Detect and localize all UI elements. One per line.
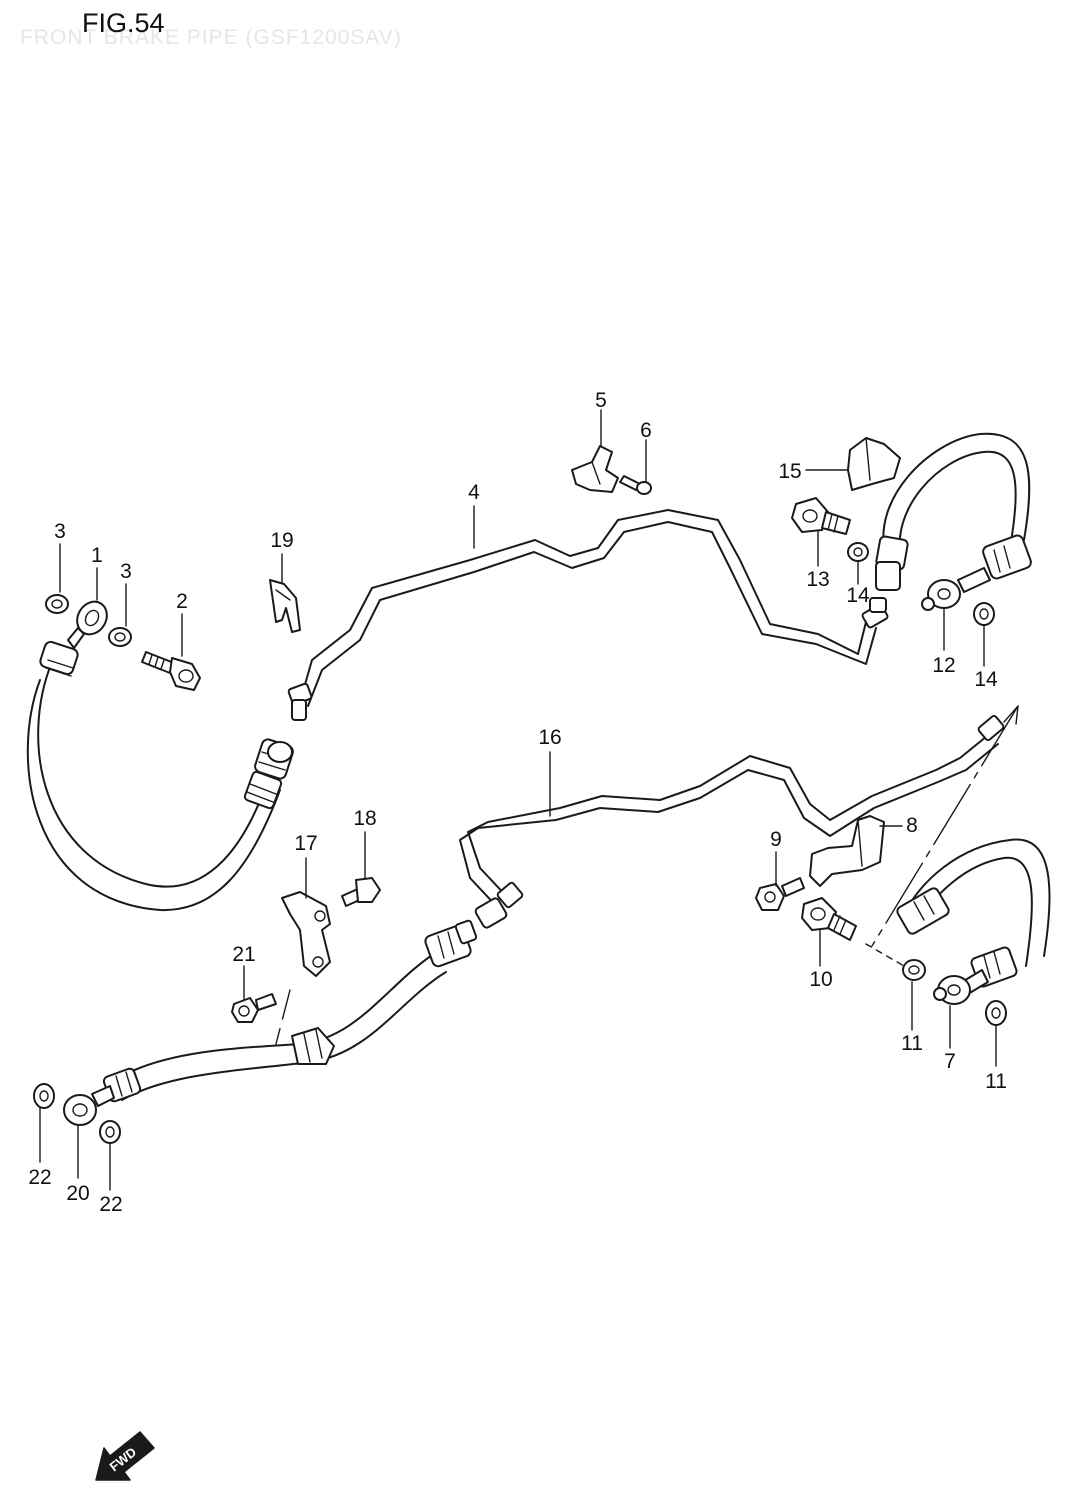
callout-2: 2 <box>176 590 188 613</box>
leader-lines <box>39 409 997 1191</box>
callout-8: 8 <box>906 814 918 837</box>
callout-18: 18 <box>353 807 376 830</box>
callout-7: 7 <box>944 1050 956 1073</box>
assembly-line-pipe16 <box>871 705 1019 947</box>
callout-14b: 14 <box>974 668 998 691</box>
fwd-arrow-icon: FWD <box>95 1431 155 1481</box>
clamp-17 <box>281 891 331 977</box>
bolt-9 <box>755 877 805 911</box>
union-bolt-2 <box>141 651 201 691</box>
washer-22a <box>33 1083 55 1109</box>
union-bolt-10 <box>801 897 857 941</box>
brake-hose-12 <box>875 432 1032 611</box>
callout-6: 6 <box>640 419 652 442</box>
clamp-15 <box>847 437 901 491</box>
callout-21: 21 <box>232 943 255 966</box>
callout-22a: 22 <box>28 1166 51 1189</box>
washer-14b <box>973 602 995 626</box>
clamp-8 <box>809 815 885 887</box>
washer-22b <box>99 1120 121 1144</box>
callout-13: 13 <box>806 568 829 591</box>
washer-11a <box>902 959 926 981</box>
brake-pipe-16 <box>459 715 1005 929</box>
callout-20: 20 <box>66 1182 89 1205</box>
brake-hose-7 <box>896 838 1051 1005</box>
callout-17: 17 <box>294 832 317 855</box>
callout-10: 10 <box>809 968 832 991</box>
callout-11b: 11 <box>985 1070 1007 1093</box>
assembly-arrow-head <box>1003 705 1019 725</box>
bolt-21 <box>231 993 277 1023</box>
callout-3b: 3 <box>120 560 132 583</box>
assembly-line-bolt21 <box>275 989 291 1045</box>
brake-pipe-4 <box>287 509 889 721</box>
clamp-5 <box>571 445 619 493</box>
callout-4: 4 <box>468 481 480 504</box>
figure-subtitle: FRONT BRAKE PIPE (GSF1200SAV) <box>20 26 402 49</box>
callout-5: 5 <box>595 389 607 412</box>
washer-3a <box>45 594 69 614</box>
callout-1: 1 <box>91 544 103 567</box>
clamp-19 <box>269 579 301 633</box>
union-bolt-13 <box>791 497 851 535</box>
callout-9: 9 <box>770 828 782 851</box>
callout-16: 16 <box>538 726 561 749</box>
callout-3a: 3 <box>54 520 66 543</box>
callout-15: 15 <box>778 460 801 483</box>
callout-14a: 14 <box>846 584 870 607</box>
brake-hose-20 <box>63 919 478 1126</box>
brake-hose-1 <box>26 600 294 912</box>
callout-19: 19 <box>270 529 293 552</box>
washer-14a <box>847 542 869 562</box>
washer-3b <box>108 627 132 647</box>
assembly-line-bolt10 <box>865 943 905 967</box>
callout-labels: 3 1 3 2 19 4 5 6 15 13 14 12 14 16 8 9 1… <box>28 389 1007 1216</box>
callout-12: 12 <box>932 654 955 677</box>
figure-title: FIG.54 <box>82 8 165 38</box>
bolt-18 <box>341 877 381 907</box>
screw-6 <box>619 475 652 495</box>
callout-22b: 22 <box>99 1193 122 1216</box>
washer-11b <box>985 1000 1007 1026</box>
callout-11a: 11 <box>901 1032 923 1055</box>
